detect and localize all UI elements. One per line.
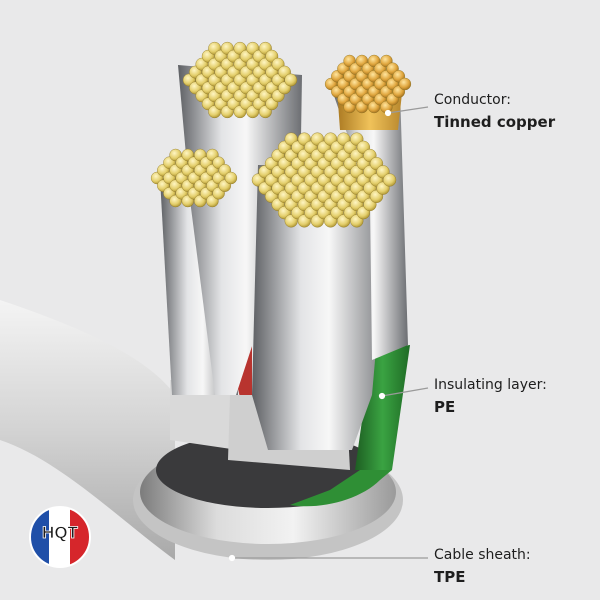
strand-tip	[398, 77, 412, 91]
callout-conductor: Conductor: Tinned copper	[434, 92, 555, 131]
store-logo: HQT store	[29, 506, 91, 568]
insulating-layer-label: Insulating layer:	[434, 377, 547, 393]
strand-tip	[383, 173, 397, 187]
bundle-center-tips	[251, 132, 397, 228]
leader-lines	[228, 106, 429, 562]
logo-text-top: HQT	[42, 523, 79, 542]
conductor-value: Tinned copper	[434, 112, 556, 131]
strand-tip	[284, 73, 298, 87]
strand-bundles	[160, 65, 408, 450]
bundle-copper-tips	[324, 54, 412, 114]
cable-sheath-label: Cable sheath:	[434, 547, 531, 563]
insulating-layer-value: PE	[434, 397, 456, 416]
callout-cable-sheath: Cable sheath: TPE	[434, 547, 531, 586]
conductor-label: Conductor:	[434, 92, 511, 108]
callout-insulating-layer: Insulating layer: PE	[434, 377, 547, 416]
logo-text-bottom: store	[50, 543, 70, 553]
cable-sheath-value: TPE	[434, 567, 466, 586]
bundle-left-tips	[150, 148, 238, 208]
strand-tips	[150, 41, 412, 228]
bundle-top-tips	[182, 41, 298, 119]
strand-tip	[224, 171, 238, 185]
